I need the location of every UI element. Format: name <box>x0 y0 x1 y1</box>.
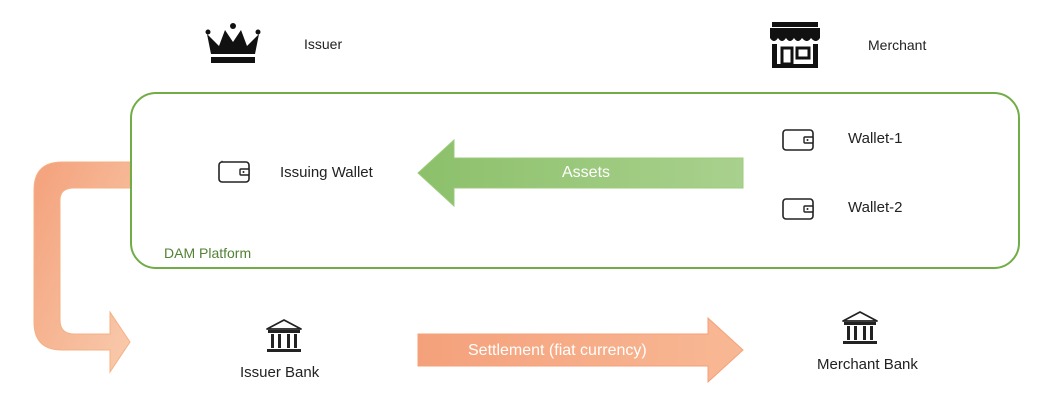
dam-platform-container <box>130 92 1020 269</box>
bank-icon <box>266 319 302 352</box>
storefront-icon <box>770 22 820 68</box>
merchant-bank-label: Merchant Bank <box>817 356 918 373</box>
wallet-icon <box>782 129 814 151</box>
crown-icon <box>205 23 261 63</box>
bank-icon <box>842 311 878 344</box>
wallet-icon <box>782 198 814 220</box>
assets-label: Assets <box>562 164 611 181</box>
platform-label: DAM Platform <box>164 245 252 261</box>
settlement-arrow <box>417 316 744 384</box>
wallet-1-label: Wallet-1 <box>848 130 903 147</box>
assets-arrow <box>417 138 744 208</box>
issuer-label: Issuer <box>304 36 343 52</box>
issuer-bank-label: Issuer Bank <box>240 364 320 381</box>
settlement-label: Settlement (fiat currency) <box>468 342 647 359</box>
merchant-label: Merchant <box>868 37 927 53</box>
issuing-wallet-label: Issuing Wallet <box>280 164 373 181</box>
wallet-2-label: Wallet-2 <box>848 199 903 216</box>
wallet-icon <box>218 160 250 183</box>
